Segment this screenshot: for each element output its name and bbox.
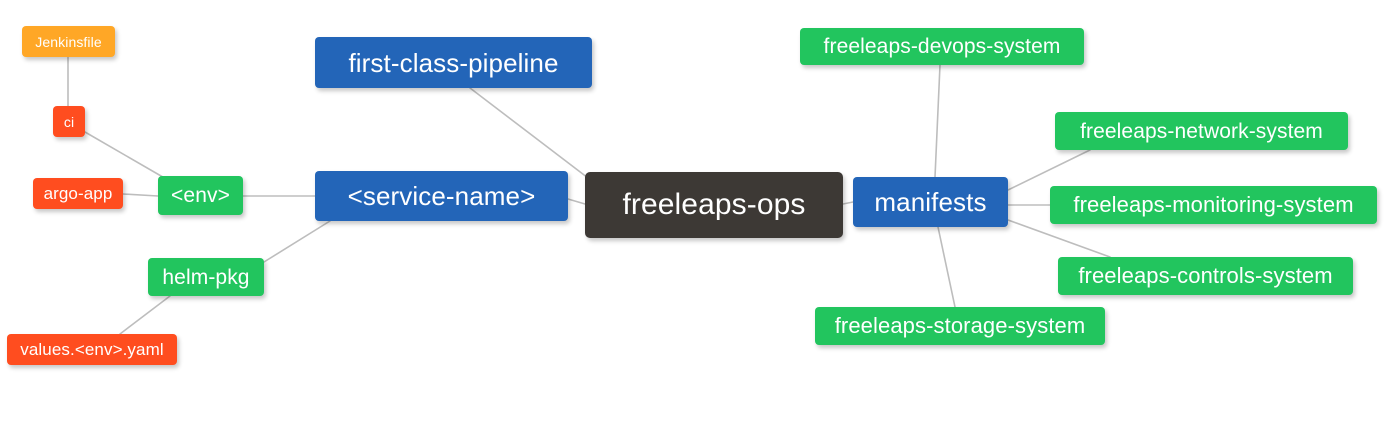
edge-manifests-to-freeleaps-controls-system	[1007, 219, 1111, 258]
node-env[interactable]: <env>	[158, 176, 243, 215]
node-label: ci	[63, 113, 75, 130]
node-label: helm-pkg	[162, 265, 250, 289]
node-argo-app[interactable]: argo-app	[33, 178, 123, 209]
edge-manifests-to-freeleaps-network-system	[1007, 149, 1091, 191]
edge-root-to-first-class-pipeline	[469, 87, 593, 182]
node-label: argo-app	[43, 184, 113, 203]
edge-env-to-argo-app	[122, 193, 159, 197]
edge-manifests-to-freeleaps-devops-system	[934, 64, 941, 178]
node-root[interactable]: freeleaps-ops	[585, 172, 843, 238]
node-label: freeleaps-network-system	[1080, 119, 1323, 143]
node-jenkinsfile[interactable]: Jenkinsfile	[22, 26, 115, 57]
node-manifests[interactable]: manifests	[853, 177, 1008, 227]
node-helm-pkg[interactable]: helm-pkg	[148, 258, 264, 296]
edge-root-to-manifests	[842, 201, 854, 205]
node-first-class-pipeline[interactable]: first-class-pipeline	[315, 37, 592, 88]
node-label: freeleaps-ops	[622, 188, 806, 221]
node-label: values.<env>.yaml	[20, 340, 164, 359]
node-ci[interactable]: ci	[53, 106, 85, 137]
node-label: manifests	[874, 187, 987, 217]
node-freeleaps-storage-system[interactable]: freeleaps-storage-system	[815, 307, 1105, 345]
node-label: freeleaps-monitoring-system	[1073, 192, 1354, 217]
node-label: <env>	[171, 184, 230, 207]
edge-root-to-service-name	[567, 198, 586, 205]
node-freeleaps-monitoring-system[interactable]: freeleaps-monitoring-system	[1050, 186, 1377, 224]
node-values-yaml[interactable]: values.<env>.yaml	[7, 334, 177, 365]
node-label: freeleaps-storage-system	[834, 313, 1086, 338]
node-freeleaps-devops-system[interactable]: freeleaps-devops-system	[800, 28, 1084, 65]
node-label: <service-name>	[347, 181, 536, 211]
edge-env-to-ci	[84, 131, 169, 181]
edge-service-name-to-helm-pkg	[263, 220, 331, 263]
node-service-name[interactable]: <service-name>	[315, 171, 568, 221]
node-label: first-class-pipeline	[348, 47, 559, 78]
node-freeleaps-controls-system[interactable]: freeleaps-controls-system	[1058, 257, 1353, 295]
edge-helm-pkg-to-values-yaml	[119, 295, 171, 335]
node-freeleaps-network-system[interactable]: freeleaps-network-system	[1055, 112, 1348, 150]
edge-manifests-to-freeleaps-storage-system	[937, 226, 956, 308]
node-label: freeleaps-devops-system	[823, 35, 1061, 58]
node-label: freeleaps-controls-system	[1078, 263, 1333, 288]
node-label: Jenkinsfile	[35, 33, 102, 50]
